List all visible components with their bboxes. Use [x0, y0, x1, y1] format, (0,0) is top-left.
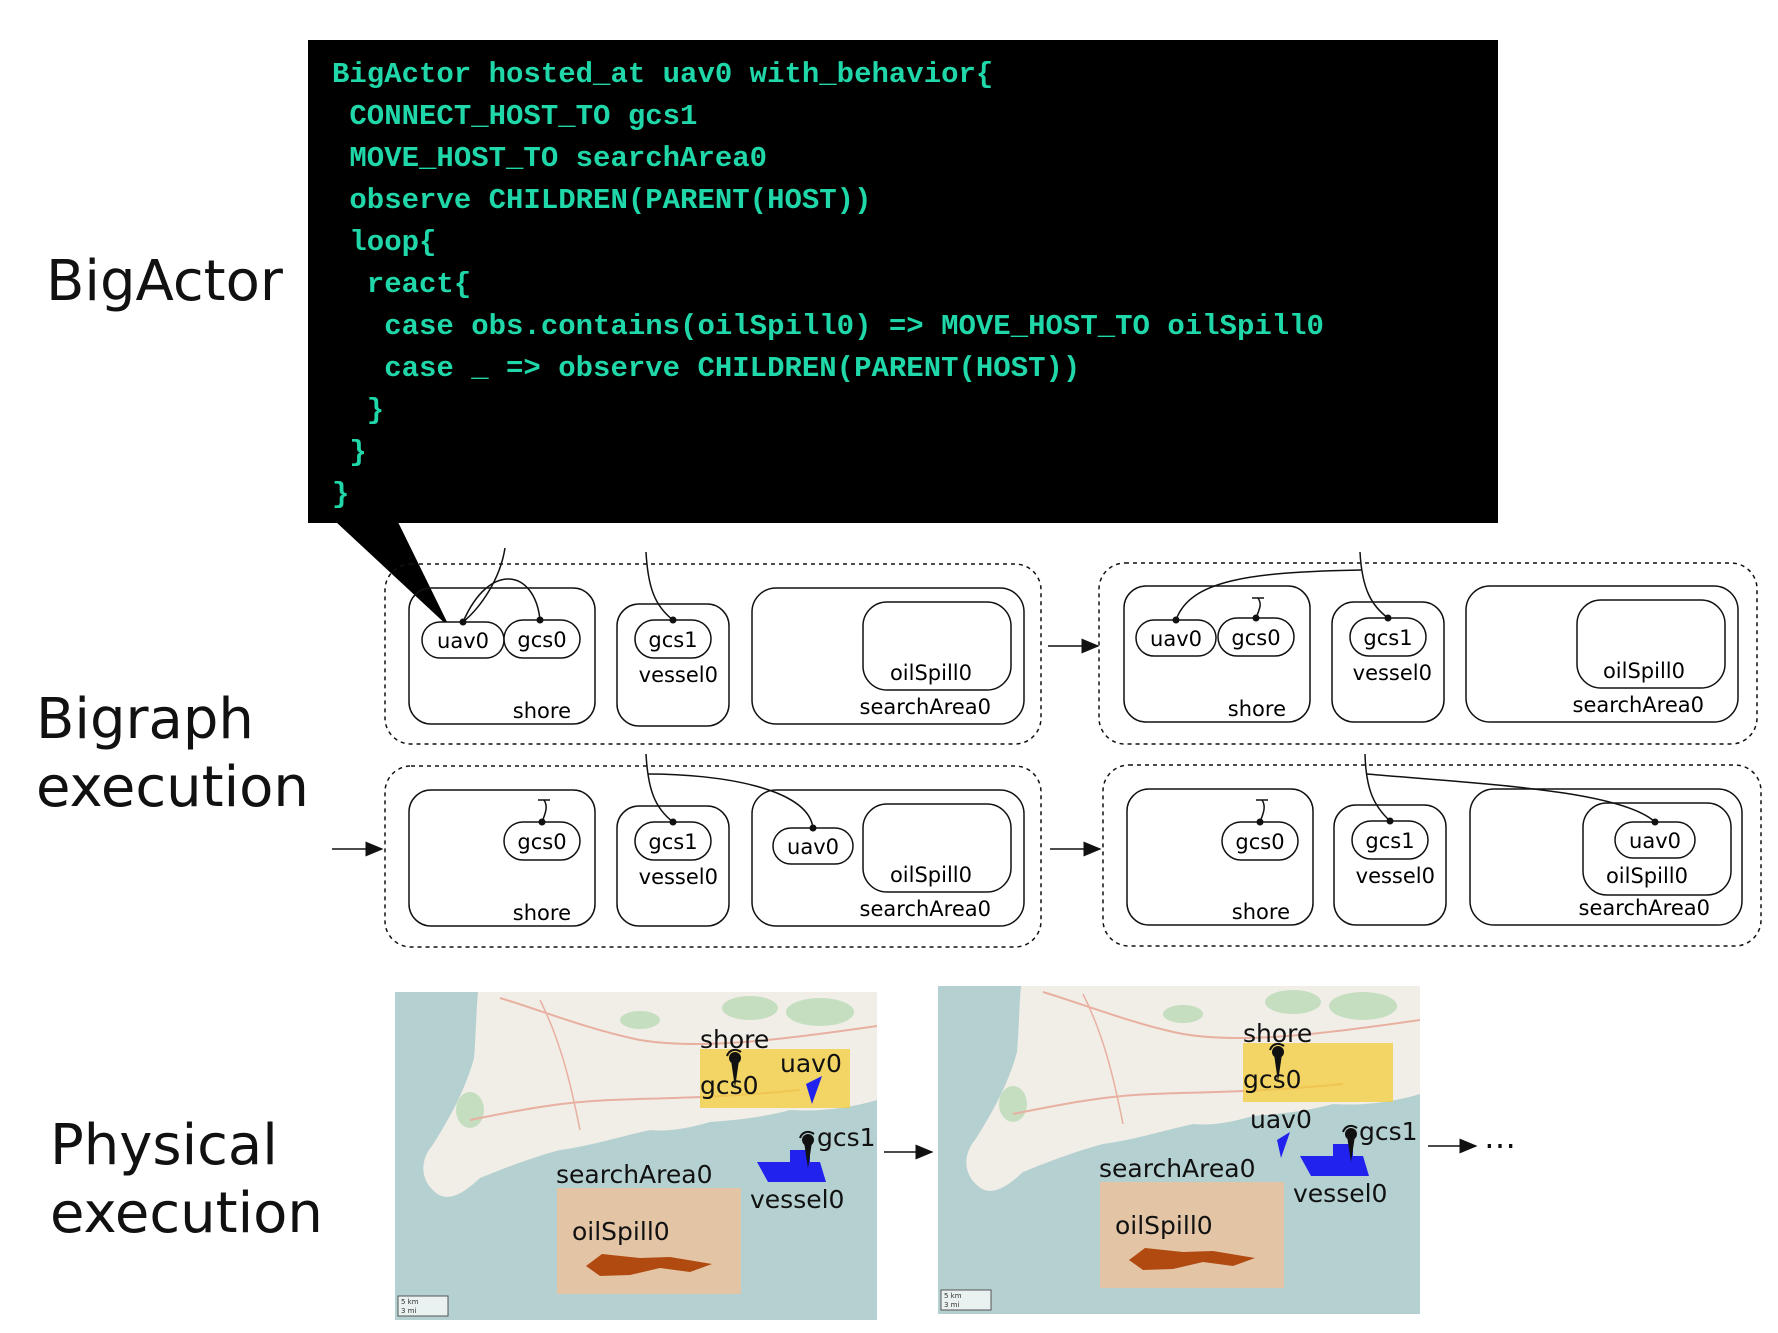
code-line: case obs.contains(oilSpill0) => MOVE_HOS…: [332, 310, 1324, 343]
shore-label: shore: [700, 1025, 769, 1054]
search-area-zone: [557, 1188, 741, 1294]
uav-label: uav0: [437, 629, 489, 653]
shore-label: shore: [1243, 1019, 1312, 1048]
uav-icon: [806, 1076, 822, 1104]
uav-label: uav0: [780, 1049, 842, 1078]
code-line: observe CHILDREN(PARENT(HOST)): [332, 184, 872, 217]
bigraph-state-4: shore gcs0 vessel0 gcs1 searchArea0 oilS…: [1102, 753, 1762, 947]
oil-spill-shape: [586, 1254, 712, 1276]
search-area-label: searchArea0: [860, 897, 991, 921]
gcs1-label: gcs1: [817, 1123, 876, 1152]
code-line: MOVE_HOST_TO searchArea0: [332, 142, 768, 175]
search-area-zone: [1100, 1182, 1284, 1288]
code-line: }: [332, 478, 350, 511]
physical-map-1: shore gcs0 uav0 gcs1 vessel0 searchArea0…: [395, 992, 878, 1320]
oil-spill-label: oilSpill0: [1115, 1211, 1213, 1240]
search-area-label: searchArea0: [1099, 1154, 1255, 1183]
scale-bar: [940, 1289, 992, 1311]
code-line: BigActor hosted_at uav0 with_behavior{: [332, 58, 994, 91]
search-area-label: searchArea0: [860, 695, 991, 719]
bigraph-label-line2: execution: [36, 755, 309, 820]
scale-mi-label: 3 mi: [401, 1307, 416, 1315]
shore-label: shore: [1228, 697, 1286, 721]
shore-label: shore: [513, 699, 571, 723]
oil-spill-label: oilSpill0: [572, 1217, 670, 1246]
vessel-label: vessel0: [639, 663, 718, 687]
oil-spill-label: oilSpill0: [1606, 864, 1688, 888]
search-area-label: searchArea0: [556, 1160, 712, 1189]
vessel-label: vessel0: [750, 1185, 844, 1214]
tower-icon: [1269, 1042, 1285, 1082]
search-area-label: searchArea0: [1573, 693, 1704, 717]
gcs1-label: gcs1: [1359, 1117, 1418, 1146]
code-line: }: [332, 436, 367, 469]
gcs1-label: gcs1: [648, 830, 697, 854]
vessel-icon: [1300, 1144, 1369, 1176]
gcs0-label: gcs0: [517, 830, 566, 854]
code-line: loop{: [332, 226, 437, 259]
physical-label-line1: Physical: [50, 1113, 278, 1178]
shore-label: shore: [1232, 900, 1290, 924]
bigraph-state-1: shore uav0 gcs0 vessel0 gcs1 searchArea0…: [384, 547, 1042, 745]
shore-label: shore: [513, 901, 571, 925]
gcs1-label: gcs1: [648, 628, 697, 652]
search-area-label: searchArea0: [1579, 896, 1710, 920]
scale-km-label: 5 km: [401, 1298, 419, 1306]
bigactor-label: BigActor: [46, 249, 283, 314]
vessel-label: vessel0: [1293, 1179, 1387, 1208]
tower-icon: [799, 1130, 815, 1168]
scale-mi-label: 3 mi: [944, 1301, 959, 1309]
gcs0-label: gcs0: [1243, 1065, 1302, 1094]
code-line: }: [332, 394, 385, 427]
gcs0-label: gcs0: [517, 628, 566, 652]
uav-icon: [1277, 1132, 1290, 1158]
continuation-ellipsis: …: [1484, 1118, 1516, 1156]
uav-label: uav0: [787, 835, 839, 859]
bigraph-label-line1: Bigraph: [36, 687, 254, 752]
vessel-label: vessel0: [1356, 864, 1435, 888]
uav-label: uav0: [1150, 627, 1202, 651]
code-line: case _ => observe CHILDREN(PARENT(HOST)): [332, 352, 1081, 385]
uav-label: uav0: [1250, 1105, 1312, 1134]
bigactor-code: BigActor hosted_at uav0 with_behavior{ C…: [308, 40, 1498, 516]
gcs0-label: gcs0: [700, 1071, 759, 1100]
oil-spill-label: oilSpill0: [890, 863, 972, 887]
oil-spill-label: oilSpill0: [890, 661, 972, 685]
gcs1-label: gcs1: [1363, 626, 1412, 650]
code-line: react{: [332, 268, 472, 301]
uav-label: uav0: [1629, 829, 1681, 853]
vessel-label: vessel0: [1353, 661, 1432, 685]
gcs0-label: gcs0: [1235, 830, 1284, 854]
vessel-icon: [757, 1150, 826, 1182]
gcs0-label: gcs0: [1231, 626, 1280, 650]
bigactor-code-panel: BigActor hosted_at uav0 with_behavior{ C…: [308, 40, 1498, 523]
bigraph-state-2: shore uav0 gcs0 vessel0 gcs1 searchArea0…: [1098, 551, 1758, 745]
gcs1-label: gcs1: [1365, 829, 1414, 853]
scale-bar: [397, 1295, 449, 1317]
oil-spill-label: oilSpill0: [1603, 659, 1685, 683]
shore-zone: [1243, 1043, 1393, 1102]
bigraph-state-3: shore gcs0 vessel0 gcs1 searchArea0 uav0…: [384, 753, 1042, 948]
scale-km-label: 5 km: [944, 1292, 962, 1300]
vessel-label: vessel0: [639, 865, 718, 889]
tower-icon: [1342, 1124, 1358, 1162]
oil-spill-shape: [1129, 1248, 1255, 1270]
shore-zone: [700, 1049, 850, 1108]
physical-map-2: shore gcs0 uav0 gcs1 vessel0 searchArea0…: [938, 986, 1421, 1314]
tower-icon: [726, 1048, 742, 1088]
code-line: CONNECT_HOST_TO gcs1: [332, 100, 698, 133]
physical-label-line2: execution: [50, 1181, 323, 1246]
